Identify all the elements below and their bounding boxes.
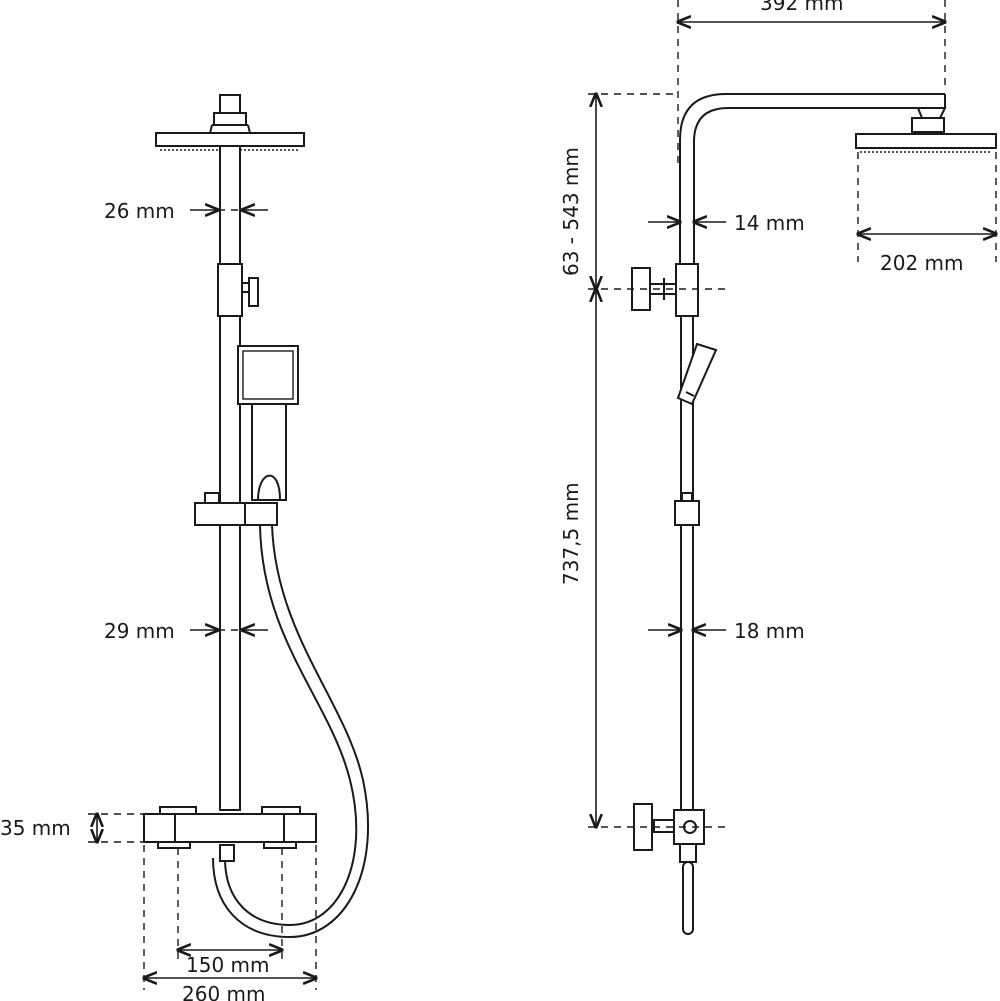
side-head-nut <box>911 117 945 133</box>
slider-screw <box>204 492 220 504</box>
hose-inner <box>212 524 369 939</box>
dim-inlet-spacing: 150 mm <box>186 953 270 977</box>
overhead-arm-inner <box>693 107 945 264</box>
slide-bar-holder <box>194 502 278 526</box>
thermostatic-valve <box>143 813 317 843</box>
dim-pipe-lower: 18 mm <box>734 619 805 643</box>
hose-outlet <box>219 844 235 862</box>
dim-height-adjust: 63 - 543 mm <box>559 147 583 276</box>
side-shower-head <box>855 133 997 149</box>
overhead-arm-outer <box>679 93 945 264</box>
dim-head-size: 202 mm <box>880 251 964 275</box>
front-shower-head <box>155 132 305 147</box>
front-riser-pipe <box>219 145 241 811</box>
side-valve-body <box>673 809 705 845</box>
dim-column-height: 737,5 mm <box>559 482 583 585</box>
side-inlet <box>682 861 694 935</box>
front-view: 26 mm 29 mm 35 mm 150 mm 260 mm <box>0 94 369 1001</box>
dim-pipe-top: 26 mm <box>104 199 175 223</box>
side-diverter-block <box>675 263 699 317</box>
hand-shower-head <box>237 345 299 405</box>
dim-pipe-upper: 14 mm <box>734 211 805 235</box>
side-hand-shower <box>676 342 718 406</box>
hand-shower-handle <box>251 403 287 501</box>
dim-valve-width: 260 mm <box>182 982 266 1001</box>
arm-joint <box>916 107 947 119</box>
diverter-knob <box>248 277 259 307</box>
head-connector <box>219 94 241 114</box>
dim-arm-reach: 392 mm <box>760 0 844 15</box>
head-nut <box>213 112 247 126</box>
hose-outer <box>224 524 358 927</box>
dim-pipe-bottom: 29 mm <box>104 619 175 643</box>
side-slider <box>674 500 700 526</box>
dim-valve-height: 35 mm <box>0 816 71 840</box>
side-view: 392 mm 63 - 543 mm 14 mm 202 mm 737,5 mm… <box>559 0 997 935</box>
diverter-block <box>217 263 243 317</box>
